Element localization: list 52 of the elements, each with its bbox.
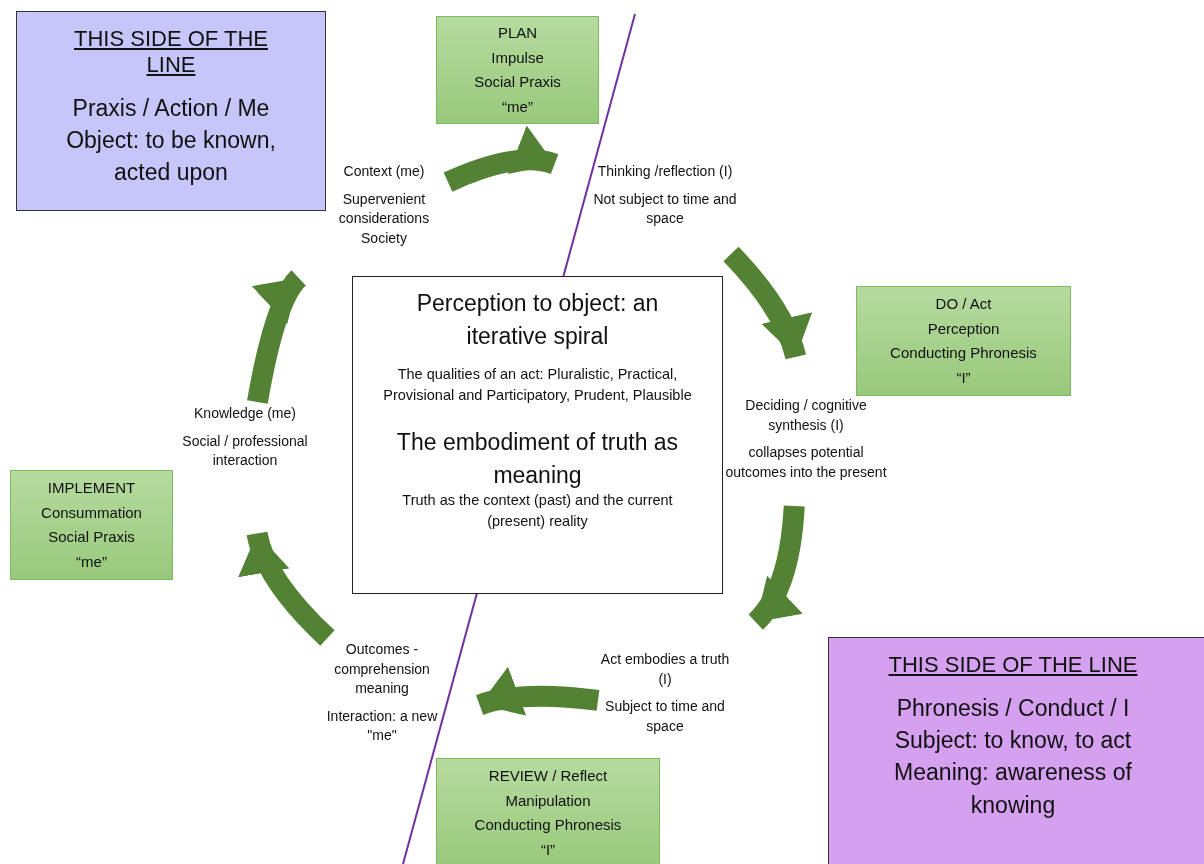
label-text: Truth as the context (past) and the current (present) reality	[401, 491, 674, 532]
curved-arrow	[443, 127, 558, 192]
label-text: Manipulation	[505, 790, 591, 811]
panel-heading: THIS SIDE OF THE LINE	[888, 652, 1138, 678]
stage-box	[436, 16, 599, 124]
label-text: Impulse	[491, 47, 544, 68]
label-text: Thinking /reflection (I)	[597, 162, 733, 181]
stage-box	[436, 758, 660, 864]
label-text: Praxis / Action / Me	[72, 94, 270, 123]
label-text: The qualities of an act: Pluralistic, Practical, Provisional and Participatory, Prudent, Plausible	[383, 364, 692, 405]
label-text: Perception	[927, 318, 1000, 339]
label-text: “me”	[76, 551, 107, 572]
label-text: Social Praxis	[474, 72, 561, 92]
label-text: Object: to be known, acted upon	[65, 126, 277, 188]
label-text: Social Praxis	[48, 527, 135, 547]
label-text: Context (me)	[343, 162, 425, 181]
info-panel	[16, 11, 326, 211]
label-text: Consummation	[41, 502, 142, 523]
label-text: DO / Act	[935, 294, 992, 314]
label-text: Not subject to time and space	[592, 189, 738, 229]
label-text: Meaning: awareness of knowing	[893, 758, 1133, 820]
label-text: Interaction: a new "me"	[325, 706, 439, 746]
label-text: Subject to time and space	[604, 697, 726, 736]
label-text: collapses potential outcomes into the present	[724, 443, 888, 482]
label-text: Act embodies a truth (I)	[600, 650, 730, 689]
panel-heading: THIS SIDE OF THE LINE	[73, 26, 269, 78]
label-text: Phronesis / Conduct / I	[896, 694, 1130, 723]
heading: The embodiment of truth as meaning	[395, 427, 680, 491]
center-box	[352, 276, 723, 594]
curved-arrow	[748, 505, 805, 630]
label-text: Conducting Phronesis	[890, 343, 1037, 363]
label-text: REVIEW / Reflect	[488, 766, 608, 786]
stage-box	[10, 470, 173, 580]
stage-box	[856, 286, 1071, 396]
label-text: “I”	[956, 367, 971, 388]
label-text: PLAN	[497, 23, 538, 43]
label-text: Supervenient considerations Society	[337, 189, 431, 248]
curved-arrow	[240, 531, 335, 646]
curved-arrow	[476, 667, 600, 718]
label-text: Subject: to know, to act	[894, 726, 1132, 756]
label-text: Outcomes - comprehension meaning	[333, 640, 431, 699]
heading: Perception to object: an iterative spiral	[415, 289, 660, 352]
label-text: “me”	[502, 96, 533, 117]
label-text: Knowledge (me)	[194, 404, 296, 423]
curved-arrow	[723, 246, 811, 360]
info-panel	[828, 637, 1204, 864]
curved-arrow	[247, 270, 307, 404]
label-text: Social / professional interaction	[181, 431, 309, 471]
label-text: Conducting Phronesis	[474, 815, 622, 835]
label-text: IMPLEMENT	[47, 478, 136, 498]
label-text: Deciding / cognitive synthesis (I)	[744, 396, 868, 435]
label-text: “I”	[540, 839, 556, 860]
